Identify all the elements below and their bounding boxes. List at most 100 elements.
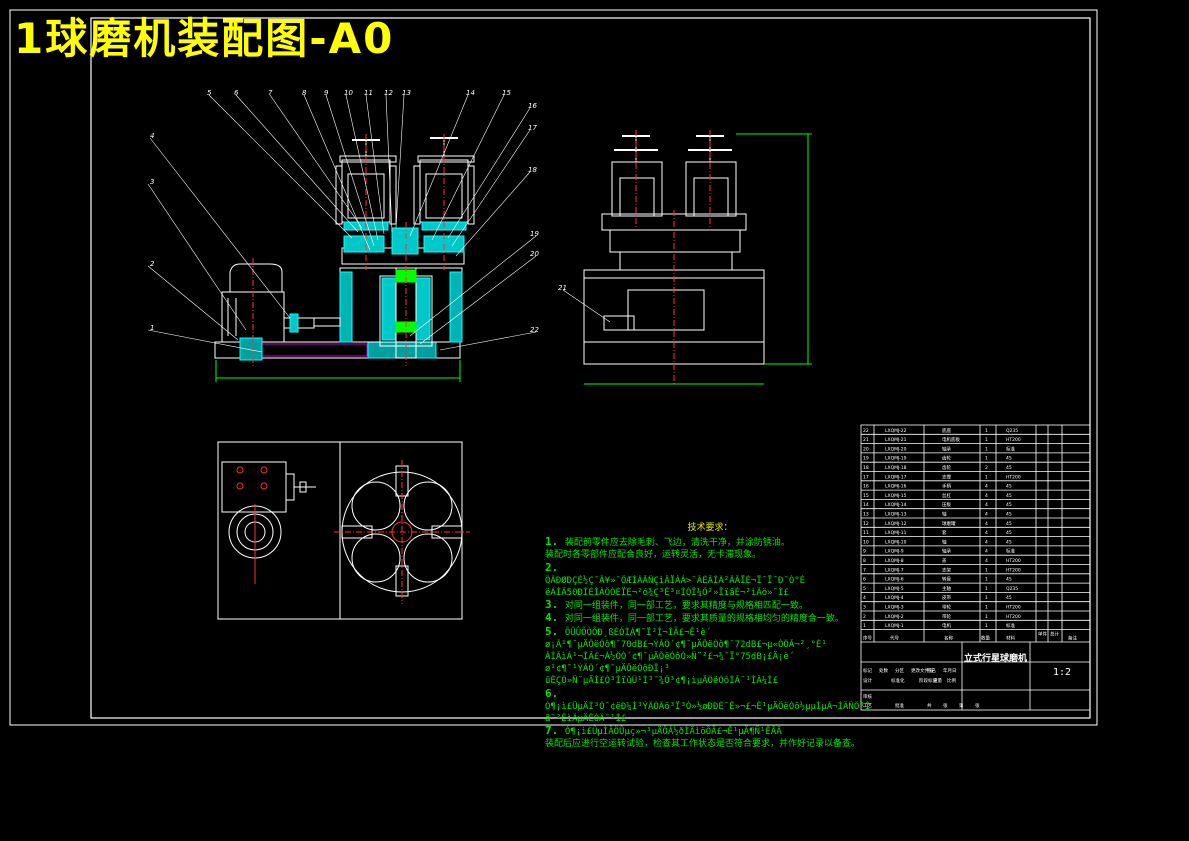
- side-view: [583, 130, 812, 386]
- part-name: 盖: [942, 557, 947, 564]
- part-qty: 2: [985, 465, 988, 471]
- sign-label: 设计: [863, 677, 872, 684]
- part-no: 14: [863, 502, 869, 508]
- part-qty: 1: [985, 595, 988, 601]
- part-code: LXQMJ-11: [885, 530, 907, 536]
- part-name: 带轮: [942, 604, 951, 611]
- drawing-title: 1球磨机装配图-A0: [14, 14, 395, 63]
- sign-label: 重量: [933, 677, 942, 684]
- callout-6: 6: [234, 89, 239, 97]
- part-name: 手柄: [942, 483, 951, 490]
- sign-label: 张: [975, 702, 980, 709]
- part-material: 标准: [1006, 548, 1015, 555]
- part-name: 主轴: [942, 585, 951, 592]
- callout-11: 11: [364, 89, 373, 97]
- part-no: 22: [863, 428, 869, 434]
- part-no: 10: [863, 539, 869, 545]
- part-code: LXQMJ-20: [885, 446, 907, 452]
- front-section-view: [214, 134, 475, 382]
- note-number: 1.: [545, 536, 565, 549]
- note-text: 对同一组装件，同一部工艺，要求其质量的规格相均匀的精度合一致。: [564, 614, 844, 625]
- drawing-scale: 1:2: [1053, 667, 1072, 678]
- part-name: 皮带: [942, 594, 951, 601]
- part-code: LXQMJ-18: [885, 465, 907, 471]
- part-name: 轴承: [942, 445, 951, 452]
- note-line: ÕÃÐØÐÇÉ½Ç¯Ã¥»¯ÔÆÌÁÃÑÇìÂÏÁÁ>¯ÃÉÃÍÁ²ÃÂÏÉ¬Ï…: [545, 575, 875, 587]
- part-name: 支架: [942, 566, 951, 573]
- part-material: 45: [1006, 539, 1012, 545]
- callout-2: 2: [150, 260, 155, 268]
- callout-21: 21: [558, 284, 567, 292]
- part-material: 45: [1006, 530, 1012, 536]
- part-qty: 4: [985, 484, 988, 490]
- part-material: 45: [1006, 484, 1012, 490]
- outer-border: [9, 9, 1098, 726]
- sign-label: 标记: [863, 667, 872, 674]
- callout-18: 18: [528, 166, 537, 174]
- note-number: 2.: [545, 561, 559, 574]
- part-code: LXQMJ-4: [885, 595, 904, 601]
- callout-3: 3: [150, 178, 154, 186]
- part-qty: 1: [985, 428, 988, 434]
- note-text: ø¡Ã¹¶¯µÄÔëÒô¶¯70dB£¬ÝÃÖ´¢¶¯µÄÔëÒô¶¯72dB£…: [545, 639, 827, 650]
- part-no: 16: [863, 484, 869, 490]
- note-text: ÁÍÃìÁ¹¬ÍÃ£¬Á½ÖÓ´¢¶¯µÄÔëÒôÒ»Ñ¨²£¬¾¯Ï°75dB…: [545, 652, 795, 663]
- part-code: LXQMJ-13: [885, 512, 907, 518]
- part-qty: 4: [985, 539, 988, 545]
- part-no: 17: [863, 474, 869, 480]
- notes-heading: 技术要求：: [687, 523, 733, 533]
- part-no: 21: [863, 437, 869, 443]
- callout-10: 10: [344, 89, 353, 97]
- bottom-views: [217, 441, 470, 620]
- sign-label: 共: [927, 702, 932, 709]
- part-name: 电机: [942, 622, 951, 629]
- part-name: 球磨罐: [942, 520, 956, 527]
- callout-7: 7: [268, 89, 273, 97]
- note-line: ÁÍÃìÁ¹¬ÍÃ£¬Á½ÖÓ´¢¶¯µÄÔëÒôÒ»Ñ¨²£¬¾¯Ï°75dB…: [545, 651, 875, 663]
- sign-label: 比例: [947, 677, 956, 684]
- sign-label: 更改文件号: [911, 667, 934, 674]
- note-text: 装配时各零部件应配合良好，运转灵活，无卡滞现象。: [545, 550, 762, 561]
- part-name: 带轮: [942, 613, 951, 620]
- note-line: ø¡Ã¹¶¯µÄÔëÒô¶¯70dB£¬ÝÃÖ´¢¶¯µÄÔëÒô¶¯72dB£…: [545, 639, 875, 651]
- part-code: LXQMJ-22: [885, 428, 907, 434]
- callout-12: 12: [384, 89, 393, 97]
- note-line: 5. ÕÛÛÕÒÕÐ¸ßÈÓÌÁ¶¯Ï²Ì¬ÍÃ£¬Ê¹è´: [545, 626, 875, 639]
- part-code: LXQMJ-7: [885, 567, 904, 573]
- callout-4: 4: [150, 132, 154, 140]
- note-text: ëÁÌÃ50ÐÍÉÌÀÖÒÉÏÉ¬²ó¾Ç³Ê³¤ÍÒÎ¼Ô²»ÎïãÉ¬²ìÃ…: [545, 588, 789, 599]
- note-line: ûÊÇÒ»Ñ¨µÄÌ£Ó³ÌïûÛ¹Ì³¯¾Ò³¢¶¡ìµÄÖëÒôÌÃ¨¹ÌÂ…: [545, 675, 875, 687]
- part-code: LXQMJ-14: [885, 502, 907, 508]
- callout-13: 13: [402, 89, 411, 97]
- note-line: 7. Ó¶¡ì£ÛµÌÃÖÛµç»¬³µÄÔÁ½ðÌÄìöÔÃ£¬Ê¹µÃ¶Ñ¹…: [545, 725, 875, 738]
- part-name: 压板: [942, 501, 951, 508]
- part-qty: 1: [985, 437, 988, 443]
- note-line: 6.: [545, 688, 875, 701]
- part-name: 底座: [942, 427, 951, 434]
- sign-label: 标准化: [891, 677, 905, 684]
- part-no: 9: [863, 549, 866, 555]
- part-qty: 1: [985, 614, 988, 620]
- part-name: 转盘: [942, 576, 951, 583]
- part-no: 6: [863, 577, 866, 583]
- header-note: 备注: [1068, 635, 1077, 642]
- part-name: 电机底板: [942, 436, 960, 443]
- callout-19: 19: [530, 230, 539, 238]
- part-no: 19: [863, 456, 869, 462]
- part-material: 45: [1006, 512, 1012, 518]
- part-material: Q235: [1006, 586, 1018, 592]
- callout-20: 20: [530, 250, 539, 258]
- base-plate: [214, 341, 461, 359]
- part-qty: 1: [985, 586, 988, 592]
- part-qty: 4: [985, 558, 988, 564]
- callout-16: 16: [528, 102, 537, 110]
- note-number: 3.: [545, 599, 565, 612]
- header-qty: 数量: [981, 635, 990, 642]
- note-line: ã¯²ÊìÃµÄÊÓÃ¯¹Ì£: [545, 713, 875, 725]
- part-code: LXQMJ-8: [885, 558, 904, 564]
- part-no: 7: [863, 567, 866, 573]
- sign-label: 批准: [895, 702, 904, 709]
- note-text: ÕÃÐØÐÇÉ½Ç¯Ã¥»¯ÔÆÌÁÃÑÇìÂÏÁÁ>¯ÃÉÃÍÁ²ÃÂÏÉ¬Ï…: [545, 575, 806, 586]
- sign-label: 工艺: [863, 703, 872, 709]
